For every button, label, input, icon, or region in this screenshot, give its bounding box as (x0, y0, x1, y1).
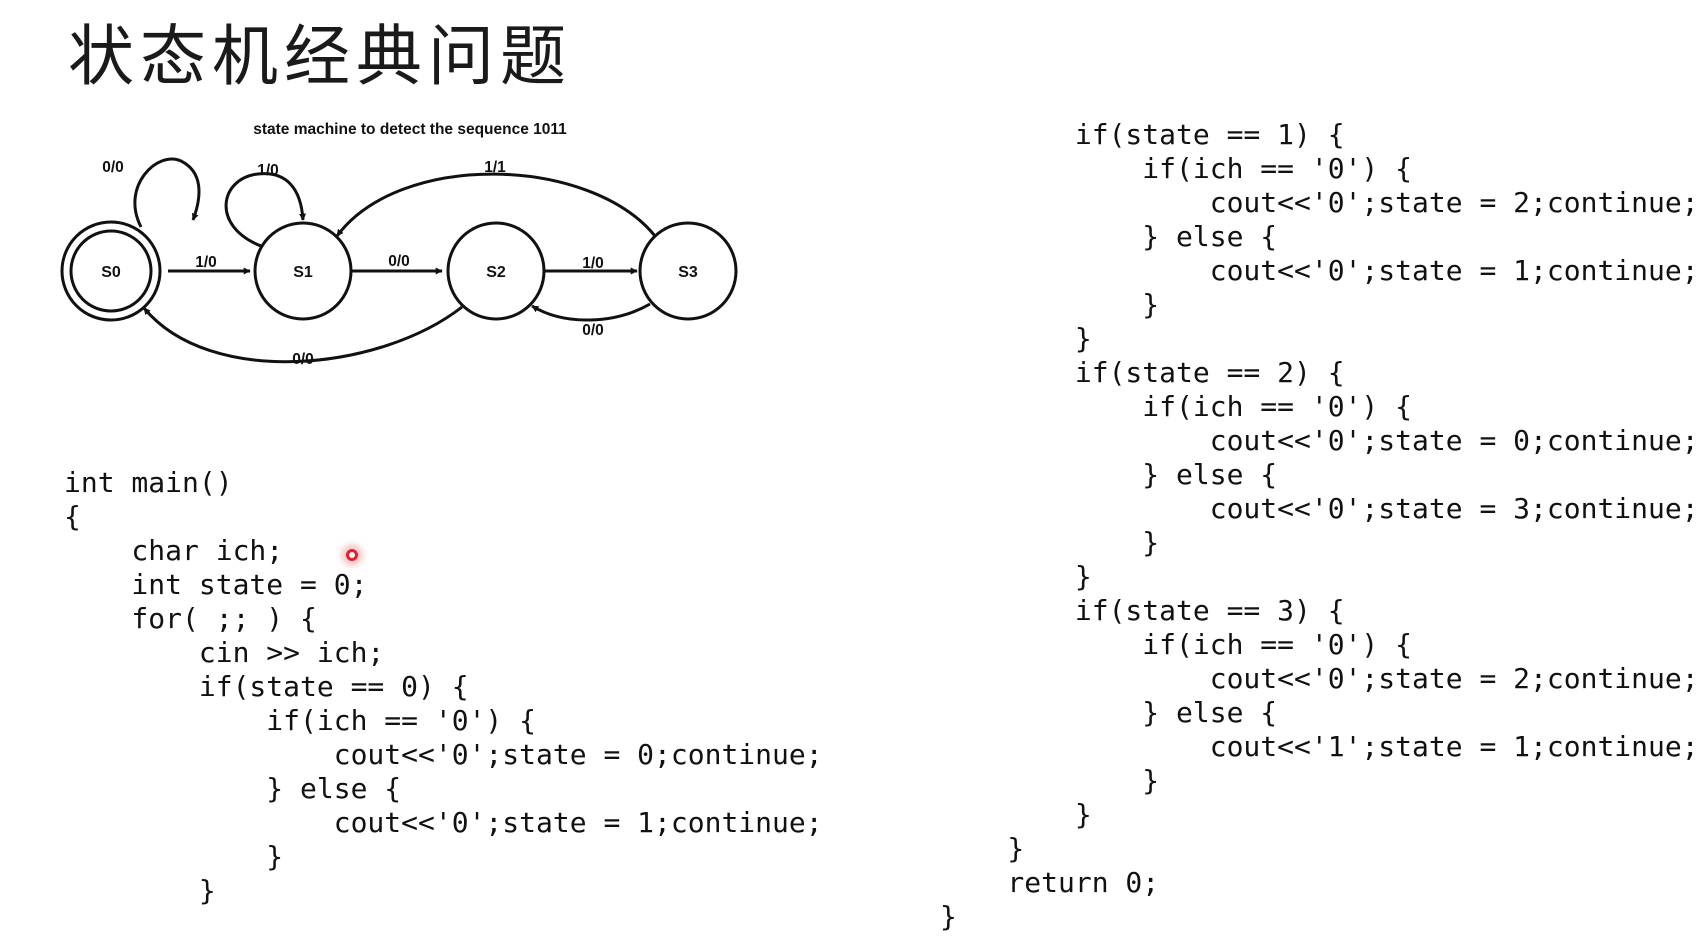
transition-label-s2-s0: 0/0 (292, 351, 314, 368)
transition-label-s2-s3: 1/0 (582, 255, 604, 272)
code-line: cout<<'1';state = 1;continue; (940, 730, 1699, 763)
state-s2-node (446, 221, 546, 321)
state-diagram: state machine to detect the sequence 101… (60, 116, 810, 416)
code-line: } else { (940, 220, 1278, 253)
code-line: cout<<'0';state = 3;continue; (940, 492, 1699, 525)
code-line: { (64, 500, 81, 533)
code-line: cout<<'0';state = 0;continue; (940, 424, 1699, 457)
code-line: } (64, 840, 284, 873)
code-block-right: if(state == 1) { if(ich == '0') { cout<<… (940, 118, 1699, 934)
code-line: if(state == 3) { (940, 594, 1345, 627)
transition-s1-s1-arrow (224, 172, 307, 248)
code-line: cout<<'0';state = 0;continue; (64, 738, 823, 771)
code-line: cout<<'0';state = 2;continue; (940, 186, 1699, 219)
state-s1-node (253, 221, 353, 321)
code-line: } (940, 288, 1160, 321)
code-line: if(state == 1) { (940, 118, 1345, 151)
state-s0-node (69, 229, 153, 313)
state-s1-label: S1 (293, 264, 313, 281)
code-line: if(ich == '0') { (64, 704, 537, 737)
code-line: cout<<'0';state = 1;continue; (940, 254, 1699, 287)
code-line: } (940, 832, 1025, 865)
transition-label-s3-s2: 0/0 (582, 322, 604, 339)
code-line: for( ;; ) { (64, 602, 317, 635)
state-s2-label: S2 (486, 264, 506, 281)
code-line: if(ich == '0') { (940, 390, 1413, 423)
transition-s0-s0-arrow (133, 157, 201, 228)
code-line: cout<<'0';state = 1;continue; (64, 806, 823, 839)
code-line: char ich; (64, 534, 284, 567)
code-line: int state = 0; (64, 568, 368, 601)
code-line: } else { (64, 772, 402, 805)
code-line: return 0; (940, 866, 1160, 899)
code-line: } (940, 526, 1160, 559)
transition-s2-s0-arrow (142, 305, 463, 364)
transition-s3-s1-arrow (335, 172, 657, 237)
code-line: if(state == 0) { (64, 670, 469, 703)
transition-label-s0-s0: 0/0 (102, 159, 124, 176)
laser-pointer-dot (346, 549, 358, 561)
code-line: } (940, 798, 1092, 831)
code-line: cout<<'0';state = 2;continue; (940, 662, 1699, 695)
code-line: } (940, 560, 1092, 593)
code-line: int main() (64, 466, 233, 499)
code-line: } (940, 900, 957, 933)
code-line: } else { (940, 458, 1278, 491)
diagram-title: state machine to detect the sequence 101… (253, 121, 567, 138)
transition-label-s0-s1: 1/0 (195, 254, 217, 271)
code-line: if(ich == '0') { (940, 152, 1413, 185)
code-block-left: int main(){ char ich; int state = 0; for… (64, 466, 823, 908)
slide-title: 状态机经典问题 (68, 18, 572, 95)
code-line: cin >> ich; (64, 636, 385, 669)
state-s0-label: S0 (101, 264, 121, 281)
transition-label-s1-s2: 0/0 (388, 253, 410, 270)
code-line: } else { (940, 696, 1278, 729)
transition-label-s3-s1: 1/1 (484, 159, 506, 176)
code-line: } (940, 322, 1092, 355)
code-line: if(ich == '0') { (940, 628, 1413, 661)
transition-s3-s2-arrow (531, 302, 651, 322)
transition-label-s1-s1: 1/0 (257, 162, 279, 179)
code-line: } (64, 874, 216, 907)
code-line: if(state == 2) { (940, 356, 1345, 389)
state-s3-node (638, 221, 738, 321)
state-s3-label: S3 (678, 264, 698, 281)
code-line: } (940, 764, 1160, 797)
state-diagram-svg: state machine to detect the sequence 101… (60, 121, 738, 368)
